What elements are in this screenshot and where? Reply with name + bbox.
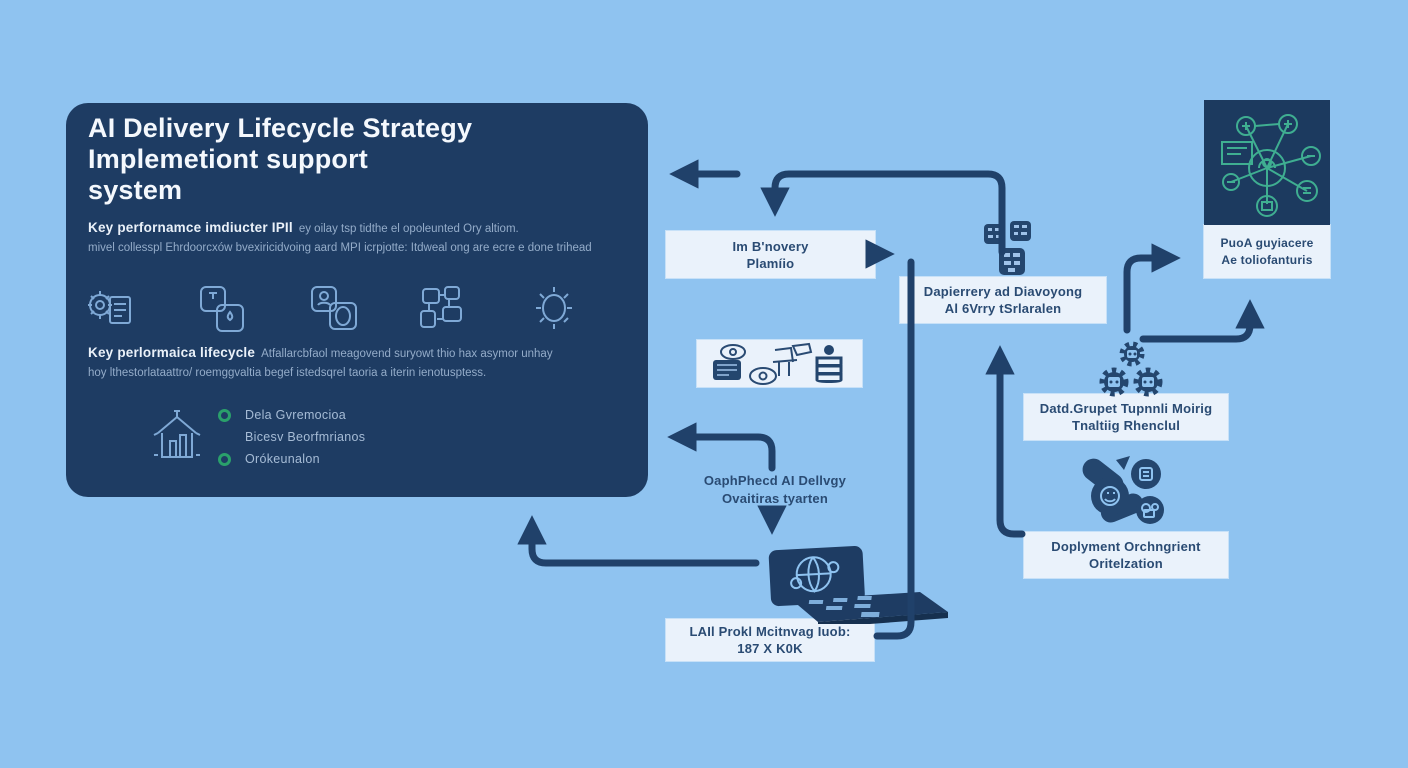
kpi-heading: Key perfornamce imdiucter IPIl (88, 220, 293, 235)
bullet-list: Dela Gvremocioa Bicesv Beorfmrianos Orók… (218, 405, 365, 469)
lifecycle-text-2: hoy lthestorlataattro/ roemggvaltia bege… (88, 367, 487, 379)
bullet-circle-icon (218, 408, 231, 422)
arrow-laptop-to-panel (517, 515, 760, 567)
kpi-paragraph: Key perfornamce imdiucter IPIl ey oilay t… (88, 218, 628, 258)
flow-label: Dapierrery ad Diavoyong (923, 284, 1083, 299)
building-chart-icon (153, 410, 201, 458)
kpi-text-2: mivel collesspl Ehrdoorcxów bvexiricidvo… (88, 242, 592, 254)
flow-label: Oritelzation (1089, 556, 1163, 571)
arrow-training-to-product-bottom (1139, 299, 1265, 343)
flow-label: LAIl Prokl Mcitnvag Iuob: (689, 624, 851, 639)
flask-squares-icon (200, 286, 244, 332)
title-line: system (88, 175, 183, 205)
arrow-deployment-to-delivery (985, 345, 1026, 538)
flow-label: Ae toliofanturis (1221, 252, 1313, 267)
panel-title: AI Delivery Lifecycle Strategy Implemeti… (88, 113, 568, 206)
strategy-panel: AI Delivery Lifecycle Strategy Implemeti… (66, 103, 648, 497)
deployment-cluster-icon (1082, 456, 1164, 524)
title-line: Implemetiont support (88, 144, 368, 174)
flow-label: 187 X K0K (737, 641, 803, 656)
flow-label: Doplyment Orchngrient (1051, 539, 1201, 554)
flow-box-data-icons (697, 340, 862, 387)
note-line: OaphPhecd AI Dellvgy (703, 473, 847, 488)
data-review-icons (712, 342, 842, 385)
arrow-training-to-product-left (1123, 243, 1181, 334)
bullet-label: Orókeunalon (245, 452, 320, 466)
bullet-item: Bicesv Beorfmrianos (218, 427, 365, 447)
gear-bots-icon (1099, 341, 1163, 397)
puzzle-modules-icon (420, 286, 462, 328)
bullet-item: Dela Gvremocioa (218, 405, 365, 425)
panel-icon-row (82, 281, 582, 335)
flow-box-data-training: Datd.Grupet Tupnnli Moirig Tnaltiig Rhen… (1024, 394, 1228, 440)
bullet-label: Dela Gvremocioa (245, 408, 347, 422)
flow-label: Datd.Grupet Tupnnli Moirig (1039, 401, 1213, 416)
title-line: AI Delivery Lifecycle Strategy (88, 113, 473, 143)
laptop-monitoring-icon (768, 546, 948, 624)
lifecycle-text: Atfallarcbfaol meagovend suryowt thio ha… (261, 348, 553, 360)
flow-box-deployment-orchestration: Doplyment Orchngrient Oritelzation (1024, 532, 1228, 578)
operations-note-text: OaphPhecd AI Dellvgy Ovaitiras tyarten (665, 468, 885, 512)
lifecycle-paragraph: Key perlormaica lifecycle Atfallarcbfaol … (88, 343, 628, 383)
lifecycle-heading: Key perlormaica lifecycle (88, 345, 256, 360)
gear-document-icon (88, 291, 131, 324)
layered-squares-icon (311, 286, 357, 330)
network-diagram-panel (1204, 100, 1330, 225)
kpi-text: ey oilay tsp tidthe el opoleunted Ory al… (298, 223, 519, 235)
flow-box-product-automations: PuoA guyiacere Ae toliofanturis (1204, 225, 1330, 278)
arrow-note-to-panel (667, 422, 776, 472)
flow-label: Al 6Vrry tSrlaralen (944, 301, 1062, 316)
flow-box-discovery-planning: Im B'novery Plamíio (666, 231, 875, 278)
code-chips-icon (984, 221, 1031, 275)
note-line: Ovaitiras tyarten (721, 491, 828, 506)
ai-network-icon (1221, 114, 1321, 217)
flow-label: Im B'novery (732, 238, 809, 254)
flow-label: PuoA guyiacere (1220, 235, 1314, 250)
bullet-circle-icon (218, 452, 231, 466)
flow-box-delivery-discovery: Dapierrery ad Diavoyong Al 6Vrry tSrlara… (900, 277, 1106, 323)
bullet-item: Orókeunalon (218, 449, 365, 469)
flow-box-monitoring: LAIl Prokl Mcitnvag Iuob: 187 X K0K (666, 619, 874, 661)
bullet-label: Bicesv Beorfmrianos (245, 430, 366, 444)
flow-label: Tnaltiig Rhenclul (1071, 418, 1181, 433)
sync-cycle-icon (536, 287, 572, 329)
bullet-section: Dela Gvremocioa Bicesv Beorfmrianos Orók… (150, 403, 365, 469)
flow-label: Plamíio (746, 255, 795, 271)
